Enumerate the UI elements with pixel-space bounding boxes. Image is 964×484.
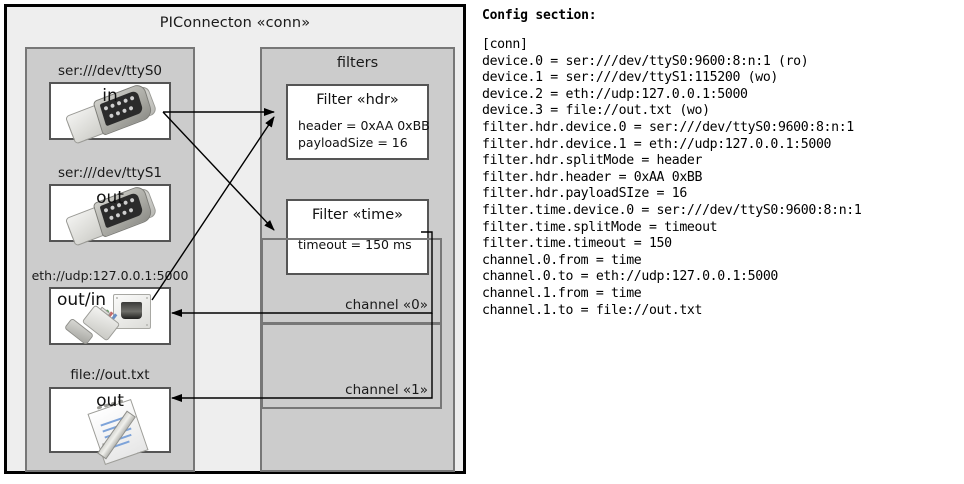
config-section: Config section: [conn] device.0 = ser://… [482, 8, 960, 478]
device-label-eth: eth://udp:127.0.0.1:5000 [31, 268, 189, 283]
filter-card-hdr[interactable]: Filter «hdr» header = 0xAA 0xBB payloadS… [286, 84, 430, 160]
filter-prop-hdr-header: header = 0xAA 0xBB [298, 118, 430, 133]
channel-label-1: channel «1» [345, 382, 428, 398]
device-label-file: file://out.txt [70, 367, 150, 383]
channel-label-0: channel «0» [345, 297, 428, 313]
device-direction-ttys1: out [96, 188, 124, 208]
filter-title-time: Filter «time» [311, 207, 404, 223]
device-direction-eth: out/in [57, 290, 107, 310]
filter-title-hdr: Filter «hdr» [316, 92, 399, 108]
device-label-ttys0: ser:///dev/ttyS0 [58, 63, 162, 79]
ethernet-jack-icon [51, 289, 169, 346]
filters-group-title: filters [336, 55, 379, 71]
config-heading: Config section: [482, 8, 597, 23]
device-direction-file: out [96, 391, 124, 411]
config-text-block: [conn] device.0 = ser:///dev/ttyS0:9600:… [482, 37, 862, 318]
device-direction-ttys0: in [102, 86, 118, 106]
channel-box-1: channel «1» [261, 323, 442, 409]
devices-group: ser:///dev/ttyS0 in [25, 47, 195, 472]
device-label-ttys1: ser:///dev/ttyS1 [58, 165, 162, 181]
device-card-ttys1[interactable]: out [49, 184, 171, 247]
channel-box-0: channel «0» [261, 238, 442, 324]
device-card-ttys0[interactable]: in [49, 82, 171, 145]
device-card-eth[interactable]: out/in [49, 287, 171, 346]
component-title: PIConnecton «conn» [159, 15, 311, 31]
device-card-file[interactable]: out [49, 387, 171, 466]
filter-prop-hdr-payloadsize: payloadSize = 16 [298, 135, 408, 150]
filters-group: filters Filter «hdr» header = 0xAA 0xBB … [260, 47, 455, 472]
piconnecton-component-frame: PIConnecton «conn» ser:///dev/ttyS0 in [4, 4, 466, 474]
